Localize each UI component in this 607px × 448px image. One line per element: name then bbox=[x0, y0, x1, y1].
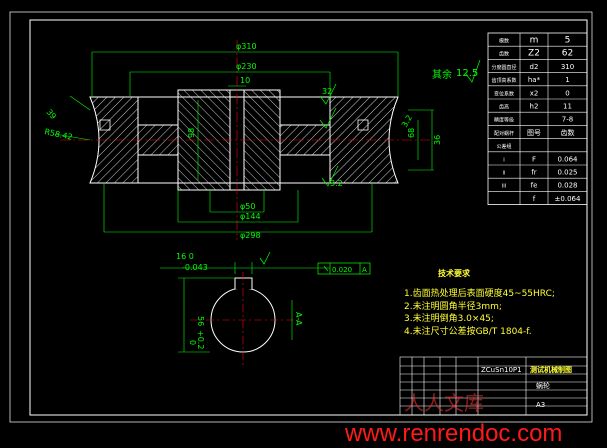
param-table-cell: 5 bbox=[565, 36, 571, 46]
param-table-cell: 图号 bbox=[527, 129, 541, 137]
keyway-tol-top: 16 0 bbox=[176, 252, 194, 261]
param-table-cell: F bbox=[532, 155, 536, 163]
param-table-cell: 精度等级 bbox=[494, 117, 514, 124]
param-table-cell: 齿高 bbox=[499, 104, 509, 111]
dim-d144: φ144 bbox=[240, 212, 261, 221]
roughness-value-others: 12.5 bbox=[456, 68, 478, 79]
title-material: ZCuSn10P1 bbox=[481, 366, 522, 374]
title-designer: 测试机械制图 bbox=[530, 365, 572, 374]
tolerance-frame-datum: A bbox=[362, 266, 367, 274]
dim-d32: 32 bbox=[322, 87, 332, 96]
param-table-cell: 公差组 bbox=[496, 143, 511, 150]
gear-parameter-table: 模数 m 5 齿数 Z2 62 分度圆直径 d2 310 齿顶高系数 ha* 1 变位系数 x2 0 齿高 h2… bbox=[487, 32, 588, 206]
dim-d10: 10 bbox=[240, 76, 250, 85]
param-table-cell: h2 bbox=[530, 103, 539, 111]
tech-req-item-3: 3.未注明倒角3.0×45; bbox=[404, 312, 494, 324]
keyway-tol-bottom: -0.043 bbox=[182, 263, 208, 272]
worm-wheel-section bbox=[60, 40, 430, 240]
dimension-lines bbox=[54, 51, 434, 233]
tech-req-item-1: 1.齿面热处理后表面硬度45~55HRC; bbox=[404, 287, 555, 299]
param-table-cell: 1 bbox=[565, 76, 569, 84]
dim-d36: 36 bbox=[433, 135, 442, 145]
param-table-cell: 变位系数 bbox=[494, 90, 514, 97]
others-label: 其余 bbox=[432, 68, 452, 81]
param-table-cell: d2 bbox=[530, 63, 539, 71]
param-table-cell: ha* bbox=[528, 76, 541, 84]
dim-d39: 39 bbox=[44, 108, 57, 122]
param-table-cell: 0.025 bbox=[557, 169, 577, 177]
section-label: A-A bbox=[294, 312, 303, 326]
tech-req-item-2: 2.未注明圆角半径3mm; bbox=[404, 300, 502, 312]
param-table-cell: 齿数 bbox=[561, 128, 575, 137]
param-table-cell: 配对蜗杆 bbox=[494, 130, 514, 137]
keyway-depth-tol: +0.2 bbox=[196, 330, 205, 349]
web-right bbox=[279, 124, 331, 156]
param-table-cell: 7-8 bbox=[562, 116, 573, 124]
param-table-cell: f bbox=[533, 195, 536, 203]
param-table-cell: ±0.064 bbox=[555, 195, 581, 203]
param-table-cell: x2 bbox=[530, 89, 539, 97]
param-table-cell: 0 bbox=[565, 89, 569, 97]
param-table-cell: 分度圆直径 bbox=[491, 64, 516, 71]
param-table-cell: II bbox=[503, 171, 506, 177]
dim-d68: 68 bbox=[407, 128, 416, 138]
dim-d98: 98 bbox=[187, 128, 196, 138]
param-table-cell: Z2 bbox=[528, 49, 540, 59]
roughness-value-a: 3.2 bbox=[400, 113, 414, 129]
param-table-cell: fr bbox=[531, 169, 536, 177]
param-table-cell: 模数 bbox=[499, 38, 509, 45]
tech-req-title: 技术要求 bbox=[438, 268, 471, 278]
keyway-depth: 56 bbox=[196, 316, 205, 326]
dim-r58: R58.42 bbox=[44, 127, 74, 142]
keyway-section bbox=[160, 251, 371, 366]
dim-d50: φ50 bbox=[240, 202, 255, 211]
dim-d310: φ310 bbox=[236, 42, 257, 51]
param-table-cell: m bbox=[530, 36, 539, 46]
watermark-cn: 人人文库 bbox=[404, 391, 484, 415]
roughness-marks bbox=[319, 59, 481, 187]
param-table-cell: 11 bbox=[563, 103, 572, 111]
param-table-cell: 310 bbox=[561, 63, 574, 71]
dim-d230: φ230 bbox=[236, 62, 257, 71]
keyway-slot bbox=[234, 277, 253, 289]
keyway-depth-tol0: 0 bbox=[188, 340, 197, 345]
title-sheet: A3 bbox=[536, 401, 545, 409]
roughness-value-b: 3.2 bbox=[330, 179, 343, 188]
param-table-cell: fe bbox=[531, 182, 538, 190]
watermark-url: www.renrendoc.com bbox=[344, 420, 562, 447]
param-table-cell: 62 bbox=[562, 49, 573, 59]
param-table-cell: 齿顶高系数 bbox=[491, 77, 516, 84]
title-block bbox=[399, 356, 588, 416]
param-table-cell: 0.064 bbox=[557, 155, 578, 163]
outer-frame bbox=[9, 11, 593, 423]
tech-req-item-4: 4.未注尺寸公差按GB/T 1804-f. bbox=[404, 325, 532, 337]
param-table-frame bbox=[487, 32, 588, 206]
dim-d298: φ298 bbox=[240, 231, 261, 240]
param-table-cell: 齿数 bbox=[499, 51, 509, 58]
inner-frame bbox=[29, 19, 588, 416]
tolerance-frame-value: 0.020 bbox=[332, 266, 352, 274]
title-part-name: 蜗轮 bbox=[536, 381, 550, 390]
param-table-cell: I bbox=[503, 157, 504, 163]
param-table-cell: III bbox=[502, 184, 506, 190]
tolerance-frame bbox=[317, 262, 371, 275]
param-table-cell: 0.028 bbox=[557, 182, 577, 190]
